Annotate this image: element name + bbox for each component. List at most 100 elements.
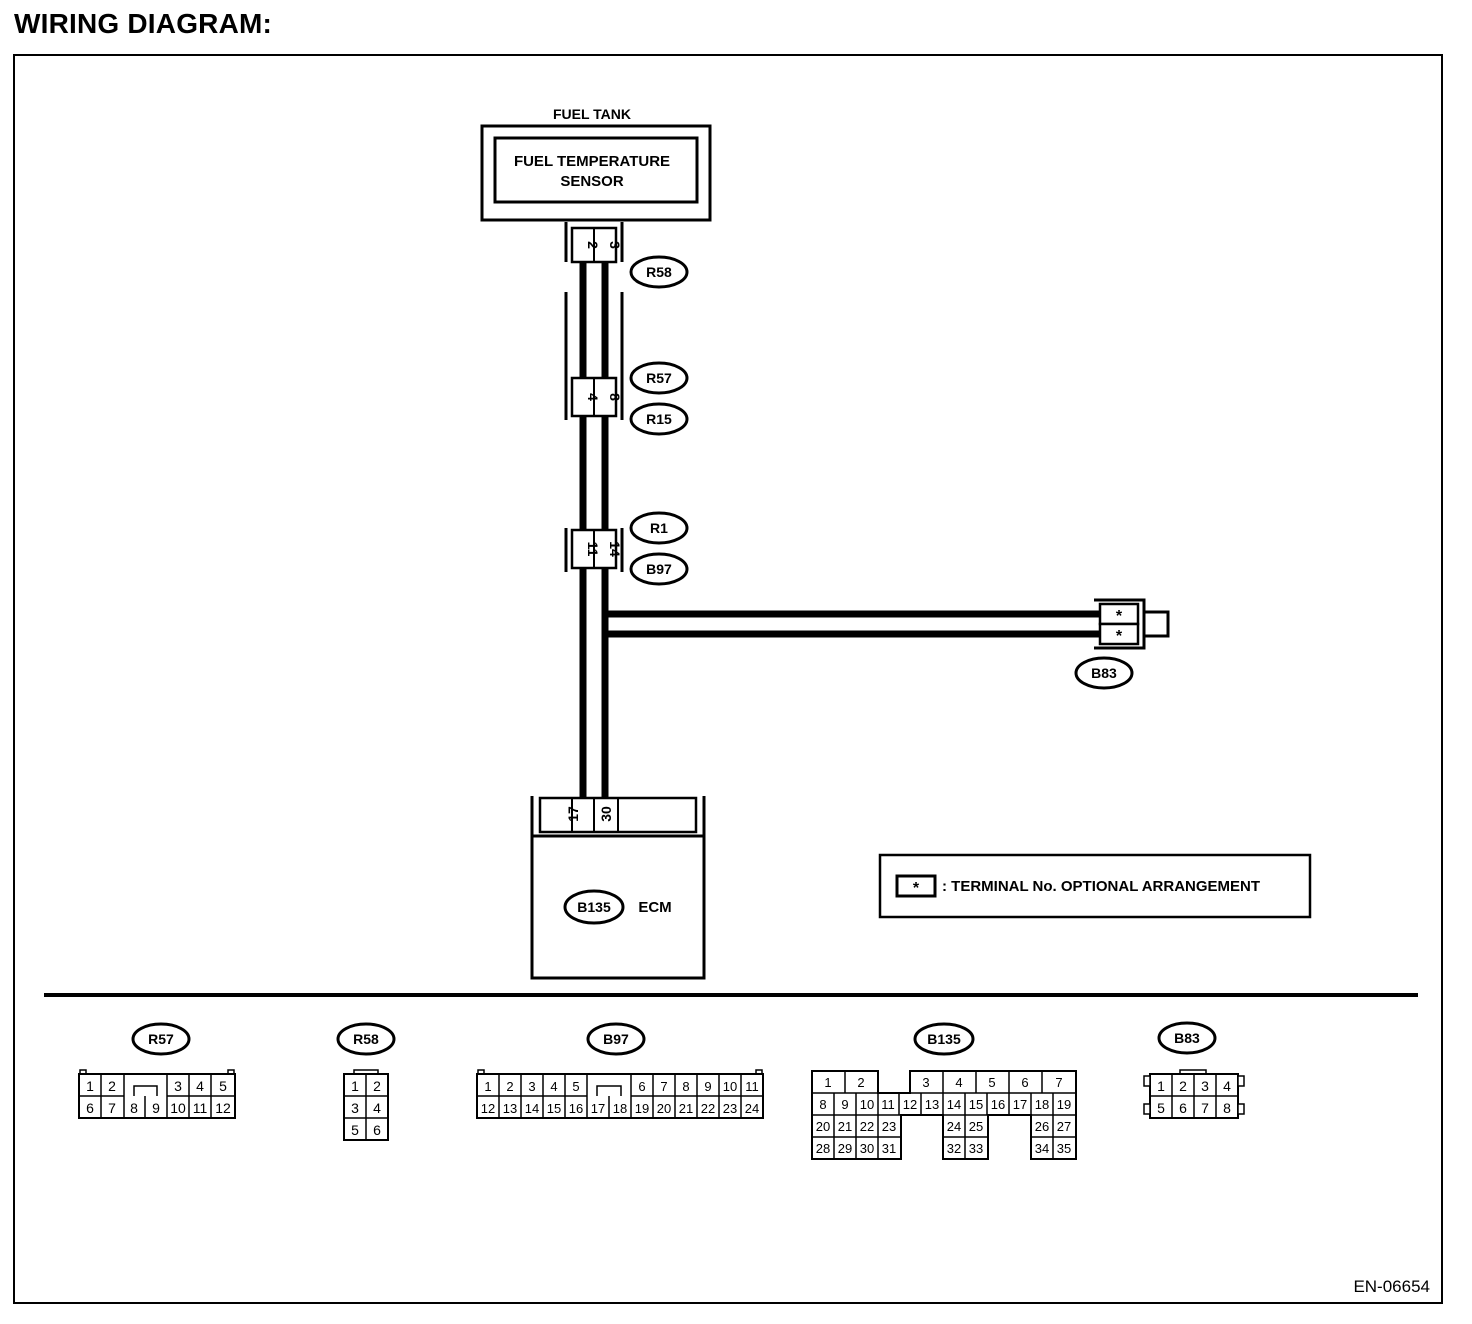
face-r58-label: R58 bbox=[353, 1031, 379, 1047]
ecm-pin-b: 30 bbox=[598, 806, 614, 822]
svg-text:5: 5 bbox=[572, 1079, 579, 1094]
svg-text:24: 24 bbox=[947, 1119, 961, 1134]
face-b135-label: B135 bbox=[927, 1031, 961, 1047]
r57-tag bbox=[629, 361, 689, 395]
svg-text:11: 11 bbox=[193, 1100, 208, 1116]
svg-text:6: 6 bbox=[86, 1100, 94, 1116]
r1-tag-label: R1 bbox=[650, 520, 668, 536]
svg-text:23: 23 bbox=[723, 1101, 737, 1116]
svg-text:2: 2 bbox=[857, 1075, 864, 1090]
svg-text:29: 29 bbox=[838, 1141, 852, 1156]
svg-text:13: 13 bbox=[503, 1101, 517, 1116]
svg-text:8: 8 bbox=[130, 1100, 138, 1116]
svg-text:27: 27 bbox=[1057, 1119, 1071, 1134]
ecm-pin-a: 17 bbox=[565, 806, 581, 822]
svg-text:25: 25 bbox=[969, 1119, 983, 1134]
svg-text:3: 3 bbox=[528, 1079, 535, 1094]
svg-text:15: 15 bbox=[969, 1097, 983, 1112]
r1-tag bbox=[629, 511, 689, 545]
r1-pin-b: 14 bbox=[607, 541, 623, 557]
svg-text:1: 1 bbox=[86, 1078, 94, 1094]
connector-r58: 2 3 R58 bbox=[564, 222, 689, 289]
r57-tag-label: R57 bbox=[646, 370, 672, 386]
svg-text:7: 7 bbox=[660, 1079, 667, 1094]
sensor-label-line1: FUEL TEMPERATURE bbox=[514, 153, 670, 170]
svg-text:8: 8 bbox=[819, 1097, 826, 1112]
svg-text:35: 35 bbox=[1057, 1141, 1071, 1156]
svg-text:22: 22 bbox=[860, 1119, 874, 1134]
svg-text:31: 31 bbox=[882, 1141, 896, 1156]
svg-text:19: 19 bbox=[1057, 1097, 1071, 1112]
b97-tag bbox=[629, 552, 689, 586]
b83-tag bbox=[1074, 656, 1134, 690]
svg-text:19: 19 bbox=[635, 1101, 649, 1116]
svg-text:28: 28 bbox=[816, 1141, 830, 1156]
svg-text:6: 6 bbox=[638, 1079, 645, 1094]
svg-text:5: 5 bbox=[988, 1075, 995, 1090]
svg-text:4: 4 bbox=[1223, 1078, 1231, 1094]
svg-text:13: 13 bbox=[925, 1097, 939, 1112]
figure-id: EN-06654 bbox=[1353, 1277, 1430, 1296]
r15-tag-label: R15 bbox=[646, 411, 672, 427]
svg-text:3: 3 bbox=[1201, 1078, 1209, 1094]
b83-pin-b: * bbox=[1116, 628, 1123, 645]
legend: * : TERMINAL No. OPTIONAL ARRANGEMENT bbox=[878, 853, 1312, 919]
svg-text:20: 20 bbox=[816, 1119, 830, 1134]
r1-pin-a: 11 bbox=[585, 542, 601, 557]
svg-text:2: 2 bbox=[1179, 1078, 1187, 1094]
svg-text:6: 6 bbox=[1021, 1075, 1028, 1090]
svg-text:6: 6 bbox=[373, 1122, 381, 1138]
r58-pin-b: 3 bbox=[607, 241, 623, 249]
b135-tag bbox=[563, 889, 625, 925]
svg-text:8: 8 bbox=[682, 1079, 689, 1094]
wire-branch-upper bbox=[601, 568, 1100, 618]
r58-tag bbox=[629, 255, 689, 289]
face-r57-label: R57 bbox=[148, 1031, 174, 1047]
r58-pin-a: 2 bbox=[585, 241, 601, 249]
svg-text:5: 5 bbox=[1157, 1100, 1165, 1116]
svg-text:4: 4 bbox=[955, 1075, 962, 1090]
svg-text:18: 18 bbox=[613, 1101, 627, 1116]
svg-text:1: 1 bbox=[824, 1075, 831, 1090]
svg-text:12: 12 bbox=[215, 1100, 231, 1116]
svg-text:6: 6 bbox=[1179, 1100, 1187, 1116]
r57-pin-b: 8 bbox=[607, 393, 623, 401]
svg-text:4: 4 bbox=[550, 1079, 557, 1094]
svg-text:3: 3 bbox=[922, 1075, 929, 1090]
svg-text:1: 1 bbox=[484, 1079, 491, 1094]
svg-text:7: 7 bbox=[1201, 1100, 1209, 1116]
svg-text:18: 18 bbox=[1035, 1097, 1049, 1112]
svg-text:5: 5 bbox=[351, 1122, 359, 1138]
connector-r57-r15: 4 8 R57 R15 bbox=[564, 292, 689, 436]
r58-tag-label: R58 bbox=[646, 264, 672, 280]
svg-text:11: 11 bbox=[881, 1097, 895, 1112]
b97-tag-label: B97 bbox=[646, 561, 672, 577]
svg-text:23: 23 bbox=[882, 1119, 896, 1134]
svg-text:11: 11 bbox=[745, 1079, 759, 1094]
connector-b83: * * B83 bbox=[1074, 598, 1170, 690]
svg-text:21: 21 bbox=[679, 1101, 693, 1116]
svg-text:9: 9 bbox=[841, 1097, 848, 1112]
legend-symbol: * bbox=[913, 880, 920, 897]
svg-text:22: 22 bbox=[701, 1101, 715, 1116]
svg-text:4: 4 bbox=[373, 1100, 381, 1116]
face-b97-label: B97 bbox=[603, 1031, 629, 1047]
svg-text:10: 10 bbox=[723, 1079, 737, 1094]
svg-text:34: 34 bbox=[1035, 1141, 1049, 1156]
svg-text:17: 17 bbox=[1013, 1097, 1027, 1112]
svg-text:24: 24 bbox=[745, 1101, 759, 1116]
svg-text:15: 15 bbox=[547, 1101, 561, 1116]
svg-text:10: 10 bbox=[170, 1100, 186, 1116]
b83-pin-a: * bbox=[1116, 608, 1123, 625]
svg-text:14: 14 bbox=[525, 1101, 539, 1116]
svg-text:16: 16 bbox=[991, 1097, 1005, 1112]
svg-text:12: 12 bbox=[481, 1101, 495, 1116]
ecm-label: ECM bbox=[638, 899, 671, 916]
connector-r1-b97: 11 14 R1 B97 bbox=[564, 511, 689, 586]
ecm-unit: 17 30 B135 ECM bbox=[530, 796, 706, 980]
svg-text:4: 4 bbox=[196, 1078, 204, 1094]
svg-text:16: 16 bbox=[569, 1101, 583, 1116]
